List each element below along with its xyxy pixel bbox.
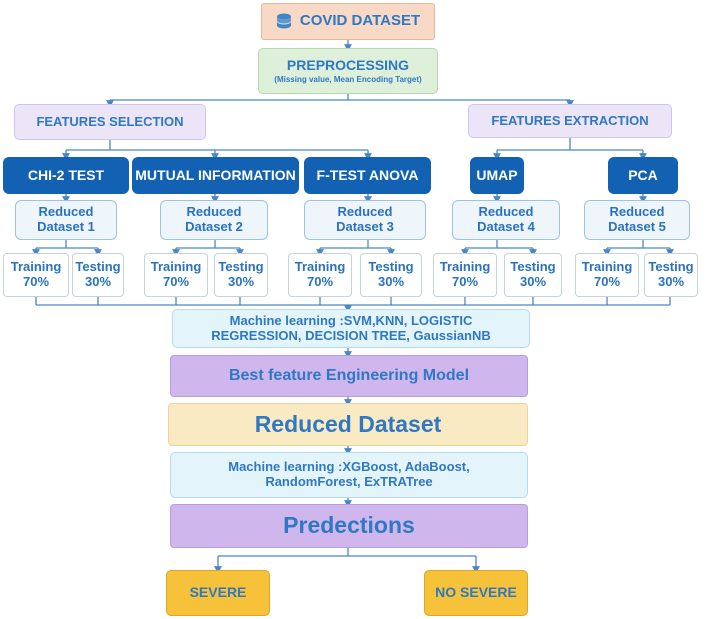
reduced-dataset-box: Reduced Dataset [168,403,528,446]
reduced-dataset-5-line2: Dataset 5 [608,219,666,234]
testing-percent: 30% [377,274,405,289]
method-mutual-information: MUTUAL INFORMATION [132,157,299,194]
method-f-test-anova: F-TEST ANOVA [304,157,431,194]
training-label: Training [294,259,346,275]
training-percent: 70% [306,274,334,289]
reduced-dataset-1-line2: Dataset 1 [37,219,95,234]
reduced-dataset-2: Reduced Dataset 2 [160,200,268,240]
predictions-box: Predections [170,504,528,548]
method-mutual-information-label: MUTUAL INFORMATION [135,166,296,183]
method-chi2-label: CHI-2 TEST [27,166,105,183]
preprocessing-detail: (Missing value, Mean Encoding Target) [274,74,422,84]
preprocessing-title: PREPROCESSING [286,56,410,73]
reduced-dataset-4-line1: Reduced [478,204,534,220]
reduced-dataset-label: Reduced Dataset [254,410,442,437]
reduced-dataset-3-line1: Reduced [337,204,393,220]
testing-percent: 30% [84,274,112,289]
best-model-label: Best feature Engineering Model [228,367,470,385]
testing-label: Testing [648,259,694,275]
testing-label: Testing [368,259,414,275]
testing-label: Testing [510,259,556,275]
testing-label: Testing [218,259,264,275]
training-percent: 70% [22,274,50,289]
reduced-dataset-1: Reduced Dataset 1 [15,200,117,240]
reduced-dataset-1-line1: Reduced [38,204,94,220]
features-selection-label: FEATURES SELECTION [36,113,184,129]
testing-percent: 30% [657,274,685,289]
training-label: Training [439,259,491,275]
severe-outcome: SEVERE [166,570,270,616]
reduced-dataset-5: Reduced Dataset 5 [584,200,690,240]
reduced-dataset-5-line1: Reduced [609,204,665,220]
training-label: Training [581,259,633,275]
reduced-dataset-4: Reduced Dataset 4 [452,200,560,240]
method-pca-label: PCA [628,166,658,183]
database-icon [276,13,291,28]
features-selection-header: FEATURES SELECTION [14,104,206,140]
reduced-dataset-2-line1: Reduced [186,204,242,220]
ml-models-box-2: Machine learning :XGBoost, AdaBoost, Ran… [170,452,528,498]
ml-models-1-line1: Machine learning :SVM,KNN, LOGISTIC [229,312,473,328]
method-pca: PCA [608,157,678,194]
reduced-dataset-4-line2: Dataset 4 [477,219,535,234]
method-umap: UMAP [470,157,524,194]
training-percent: 70% [451,274,479,289]
ml-models-box-1: Machine learning :SVM,KNN, LOGISTIC REGR… [172,309,530,348]
no-severe-outcome: NO SEVERE [424,570,528,616]
severe-label: SEVERE [189,584,247,601]
reduced-dataset-3-line2: Dataset 3 [336,219,394,234]
testing-label: Testing [75,259,121,275]
ml-models-2-line1: Machine learning :XGBoost, AdaBoost, [228,459,470,475]
covid-dataset-box: COVID DATASET [261,3,435,40]
reduced-dataset-3: Reduced Dataset 3 [304,200,426,240]
dataset-label: COVID DATASET [299,12,421,30]
preprocessing-box: PREPROCESSING (Missing value, Mean Encod… [258,48,438,94]
training-percent: 70% [593,274,621,289]
testing-percent: 30% [519,274,547,289]
method-f-test-anova-label: F-TEST ANOVA [316,166,419,183]
testing-percent: 30% [227,274,255,289]
ml-models-1-line2: REGRESSION, DECISION TREE, GaussianNB [211,327,491,343]
ml-models-2-line2: RandomForest, ExTRATree [265,474,433,489]
training-label: Training [10,259,62,275]
best-model-box: Best feature Engineering Model [170,355,528,397]
method-chi2: CHI-2 TEST [3,157,129,194]
features-extraction-header: FEATURES EXTRACTION [468,104,672,138]
features-extraction-label: FEATURES EXTRACTION [491,112,649,128]
training-label: Training [150,259,202,275]
predictions-label: Predections [283,512,415,539]
reduced-dataset-2-line2: Dataset 2 [185,219,243,234]
method-umap-label: UMAP [476,166,518,183]
no-severe-label: NO SEVERE [435,584,517,601]
training-percent: 70% [162,274,190,289]
